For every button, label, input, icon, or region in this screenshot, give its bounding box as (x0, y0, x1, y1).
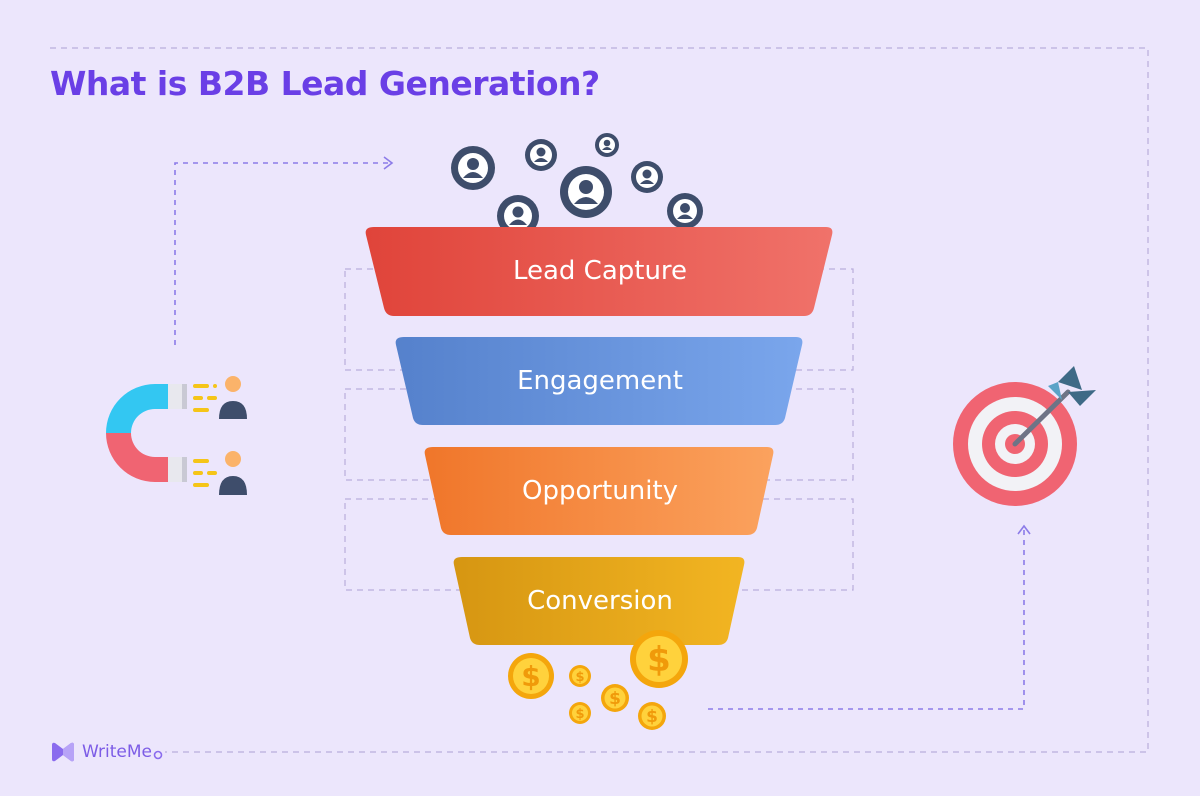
dollar-coin-icon: $ $ $ $ $ $ (508, 630, 688, 730)
funnel-stage-lead-capture (365, 227, 833, 316)
writeme-logo-icon (52, 742, 74, 762)
flow-arrow-out (708, 524, 1031, 710)
funnel-stage-engagement (395, 337, 803, 425)
user-avatar-icon (451, 133, 703, 237)
funnel-stage-opportunity (424, 447, 774, 535)
stage-label-lead-capture: Lead Capture (512, 256, 688, 286)
stage-label-opportunity: Opportunity (521, 476, 679, 506)
svg-text:$: $ (575, 707, 584, 722)
stage-label-conversion: Conversion (527, 586, 673, 616)
outer-dashed-frame (50, 47, 1149, 753)
brand: WriteMe (50, 741, 163, 763)
funnel-panels (344, 268, 854, 591)
svg-text:$: $ (647, 640, 671, 680)
brand-name: WriteMe (82, 742, 153, 762)
magnet-icon (106, 376, 247, 495)
svg-text:$: $ (646, 707, 658, 727)
svg-text:$: $ (609, 689, 621, 709)
page-title: What is B2B Lead Generation? (50, 64, 600, 103)
funnel-stage-conversion (453, 557, 745, 645)
svg-text:$: $ (575, 670, 584, 685)
flow-arrow-in (174, 156, 394, 345)
brand-dot-icon (153, 750, 163, 760)
funnel (365, 227, 833, 645)
stage-label-engagement: Engagement (517, 366, 683, 396)
svg-text:$: $ (521, 660, 540, 693)
target-arrow-icon (953, 366, 1096, 506)
